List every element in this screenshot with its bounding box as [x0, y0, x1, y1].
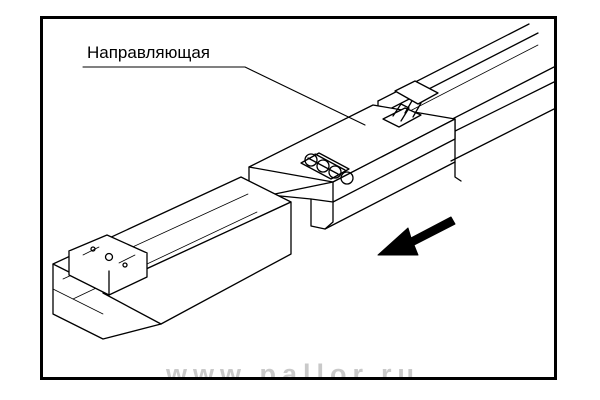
callout-leader-line [82, 66, 366, 126]
diagram-frame: Направляющая www.pallor.ru [40, 16, 557, 380]
rail-joint-drawing [52, 23, 554, 340]
watermark-text: www.pallor.ru [166, 359, 421, 380]
guide-callout-label: Направляющая [87, 43, 211, 62]
direction-arrow [377, 216, 456, 256]
lower-rail-profile [52, 176, 292, 340]
guide-connector [248, 80, 456, 230]
